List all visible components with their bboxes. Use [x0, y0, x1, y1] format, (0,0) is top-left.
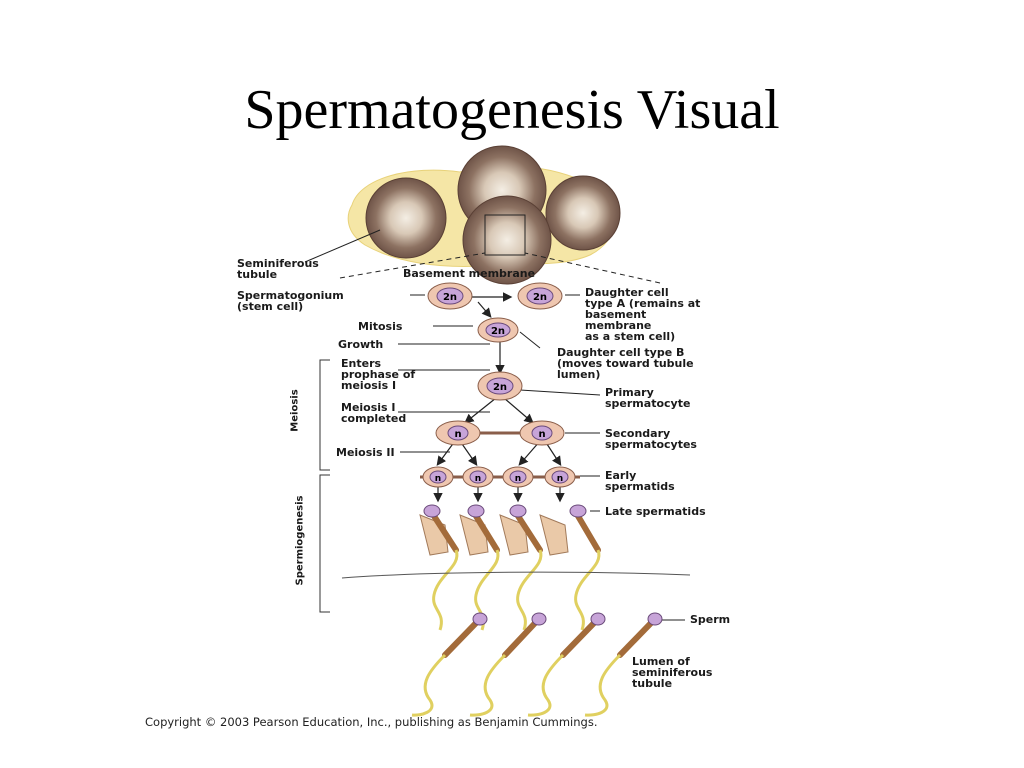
- slide-title: Spermatogenesis Visual: [244, 79, 780, 141]
- tubule-cross-section: [347, 145, 621, 285]
- svg-text:2n: 2n: [491, 326, 505, 337]
- svg-text:n: n: [475, 474, 481, 484]
- copyright-notice: Copyright © 2003 Pearson Education, Inc.…: [145, 715, 598, 729]
- svg-text:n: n: [454, 429, 461, 440]
- primary-spermatocyte-cell: 2n: [477, 371, 523, 401]
- svg-text:n: n: [435, 474, 441, 484]
- label-basement-membrane: Basement membrane: [403, 267, 536, 280]
- early-spermatid-2: n: [462, 466, 494, 488]
- svg-text:2n: 2n: [443, 292, 457, 303]
- sperm-cells: [411, 612, 663, 717]
- early-spermatid-3: n: [502, 466, 534, 488]
- label-meiosis-i-completed: Meiosis I completed: [341, 401, 407, 425]
- tubule-right: [545, 175, 621, 251]
- label-secondary-spermatocytes: Secondary spermatocytes: [605, 427, 697, 451]
- secondary-spermatocyte-right: n: [519, 420, 565, 446]
- spermatogonium-cell: 2n: [427, 282, 473, 310]
- daughter-b-cell: 2n: [477, 317, 519, 343]
- tubule-left: [365, 177, 447, 259]
- cells: 2n 2n 2n 2n n n: [420, 282, 580, 488]
- label-spermatogonium: Spermatogonium (stem cell): [237, 289, 344, 313]
- label-late-spermatids: Late spermatids: [605, 505, 706, 518]
- label-sperm: Sperm: [690, 613, 731, 626]
- secondary-spermatocyte-left: n: [435, 420, 481, 446]
- svg-text:2n: 2n: [533, 292, 547, 303]
- label-growth: Growth: [338, 338, 384, 351]
- label-primary-spermatocyte: Primary spermatocyte: [605, 386, 691, 410]
- early-spermatid-1: n: [422, 466, 454, 488]
- svg-text:n: n: [557, 474, 563, 484]
- svg-text:2n: 2n: [493, 382, 507, 393]
- early-spermatid-4: n: [544, 466, 576, 488]
- svg-text:n: n: [538, 429, 545, 440]
- label-daughter-cell-a: Daughter cell type A (remains at basemen…: [585, 286, 701, 343]
- label-meiosis-bracket: Meiosis: [289, 389, 301, 432]
- label-early-spermatids: Early spermatids: [605, 469, 675, 493]
- svg-text:n: n: [515, 474, 521, 484]
- label-spermiogenesis-bracket: Spermiogenesis: [294, 495, 306, 586]
- label-meiosis-ii: Meiosis II: [336, 446, 395, 459]
- label-lumen: Lumen of seminiferous tubule: [632, 655, 713, 690]
- label-enters-prophase: Enters prophase of meiosis I: [341, 357, 416, 392]
- late-spermatids: [419, 504, 601, 631]
- daughter-a-cell: 2n: [517, 282, 563, 310]
- label-seminiferous-tubule: Seminiferous tubule: [237, 257, 319, 281]
- label-mitosis: Mitosis: [358, 320, 403, 333]
- label-daughter-cell-b: Daughter cell type B (moves toward tubul…: [557, 346, 694, 381]
